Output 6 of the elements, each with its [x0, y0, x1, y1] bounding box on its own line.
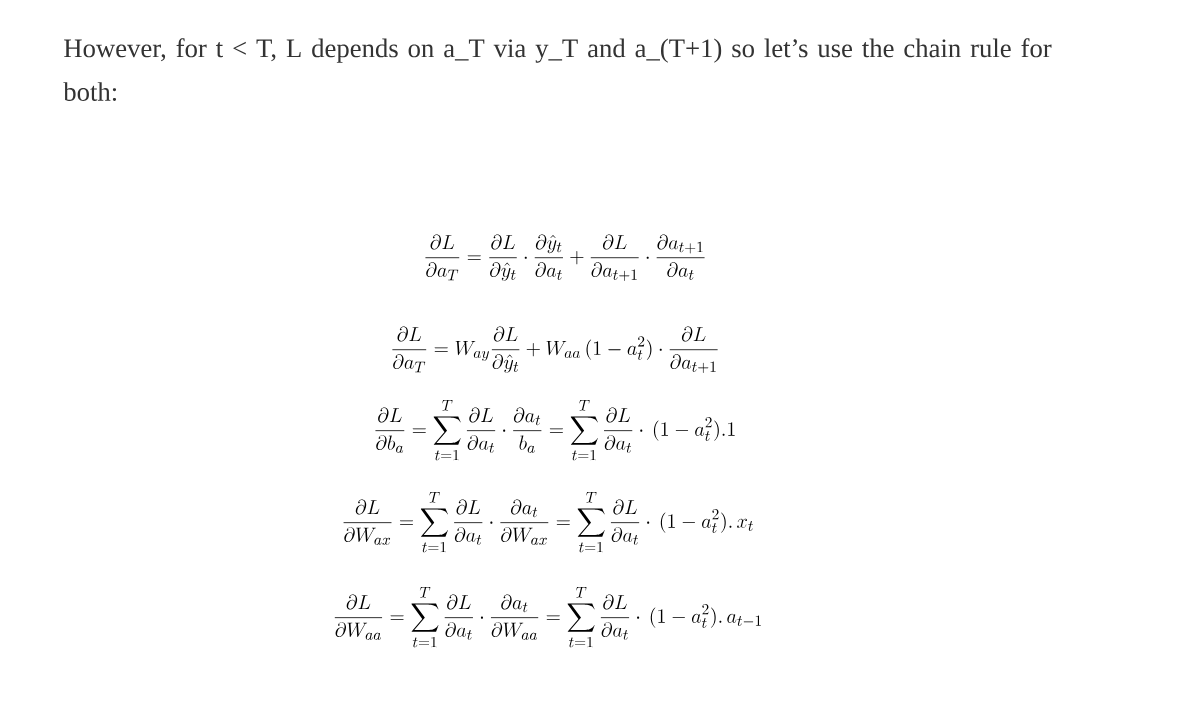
equation: $\frac{\partial L}{\partial b_a}=\sum_{t=1}^{T}\frac{\partial L}{\partial a_t}\cdot\frac{\partial a_t}{b_a}=\sum_{t=1}^{T}\frac{\partial L}{\partial a_t}\cdot\,(1-a_t^2).1$	[375, 399, 735, 461]
equation: $\frac{\partial L}{\partial W_{ax}}=\sum_{t=1}^{T}\frac{\partial L}{\partial a_t}\cdot\frac{\partial a_t}{\partial W_{ax}}=\sum_{t=1}^{T}\frac{\partial L}{\partial a_t}\cdot\,(1-a_t^2).\,x_t$	[343, 491, 753, 553]
equation: $\frac{\partial L}{\partial W_{aa}}=\sum_{t=1}^{T}\frac{\partial L}{\partial a_t}\cdot\frac{\partial a_t}{\partial W_{aa}}=\sum_{t=1}^{T}\frac{\partial L}{\partial a_t}\cdot\,(1-a_t^2).\,a_{t-1}$	[334, 586, 761, 648]
paragraph-text: However, for t < T, L depends on a_T via y_T and a_(T+1) so let’s use the chain rule for both:	[63, 38, 1052, 102]
equation: $\frac{\partial L}{\partial a_T}=W_{ay}\frac{\partial L}{\partial \hat{y}_t}+W_{aa}\,(1-a_t^2)\cdot\frac{\partial L}{\partial a_{t+1}}$	[392, 326, 718, 373]
equation: $\frac{\partial L}{\partial a_T}=\frac{\partial L}{\partial \hat{y}_t}\cdot\frac{\partial \hat{y}_t}{\partial a_t}+\frac{\partial L}{\partial a_{t+1}}\cdot\frac{\partial a_{t+1}}{\partial a_t}$	[425, 234, 705, 281]
